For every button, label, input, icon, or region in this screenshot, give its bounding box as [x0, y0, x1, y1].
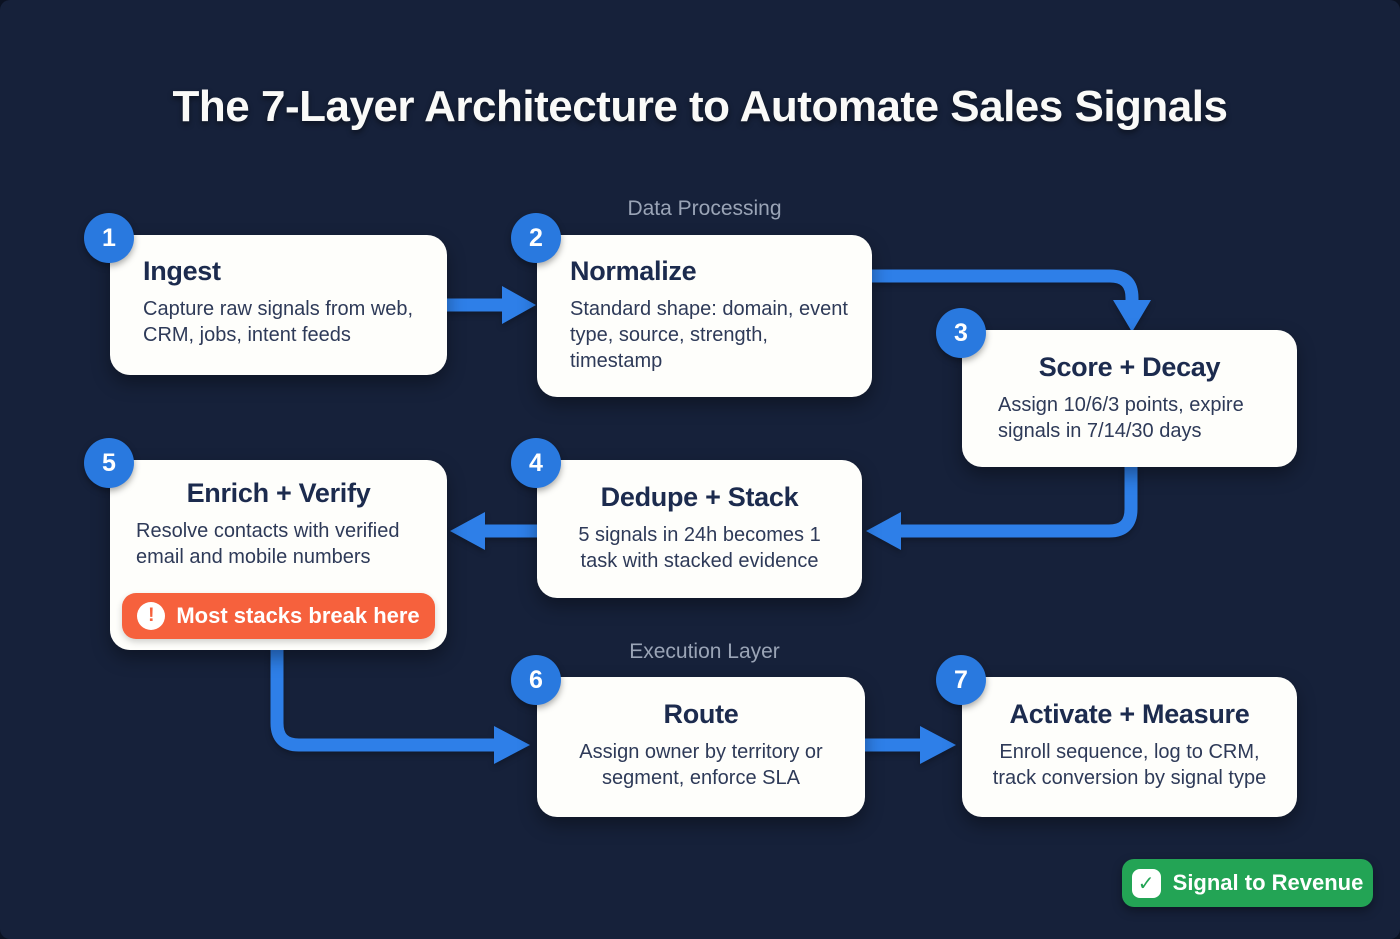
arrowhead-right-1: [502, 286, 536, 324]
arrowhead-right-6: [920, 726, 956, 764]
step-number-text: 5: [102, 448, 116, 477]
section-label-execution-layer: Execution Layer: [629, 640, 780, 663]
arrowhead-down-2: [1113, 300, 1151, 332]
section-label-data-processing: Data Processing: [627, 197, 782, 220]
exclamation-glyph: !: [148, 605, 155, 626]
warning-badge: ! Most stacks break here: [122, 593, 435, 639]
step-card-enrich-verify: Enrich + Verify Resolve contacts with ve…: [110, 460, 447, 650]
step-number-text: 4: [529, 448, 543, 477]
step-number-badge-7: 7: [936, 655, 986, 705]
arrow-normalize-to-score: [872, 269, 1139, 305]
step-number-text: 7: [954, 665, 968, 694]
arrowhead-left-4: [450, 512, 485, 550]
step-number-text: 2: [529, 223, 543, 252]
step-body: Capture raw signals from web, CRM, jobs,…: [143, 298, 414, 346]
page-title: The 7-Layer Architecture to Automate Sal…: [172, 82, 1228, 131]
step-number-badge-2: 2: [511, 213, 561, 263]
step-title: Ingest: [143, 256, 221, 286]
step-body: Assign owner by territory or segment, en…: [579, 741, 823, 789]
arrowhead-left-3: [866, 512, 901, 550]
step-number-text: 1: [102, 223, 116, 252]
step-title: Activate + Measure: [1009, 699, 1250, 729]
step-card-dedupe-stack: Dedupe + Stack 5 signals in 24h becomes …: [537, 460, 862, 598]
step-title: Dedupe + Stack: [600, 482, 799, 512]
step-number-badge-5: 5: [84, 438, 134, 488]
step-card-route: Route Assign owner by territory or segme…: [537, 677, 865, 817]
step-card-activate-measure: Activate + Measure Enroll sequence, log …: [962, 677, 1297, 817]
step-body: Assign 10/6/3 points, expire signals in …: [998, 394, 1244, 442]
step-body: Standard shape: domain, event type, sour…: [570, 298, 848, 372]
checkmark-glyph: ✓: [1137, 872, 1155, 895]
step-number-text: 6: [529, 665, 543, 694]
step-card-ingest: Ingest Capture raw signals from web, CRM…: [110, 235, 447, 375]
step-body: 5 signals in 24h becomes 1 task with sta…: [578, 524, 821, 572]
step-number-badge-4: 4: [511, 438, 561, 488]
brand-label: Signal to Revenue: [1172, 870, 1364, 895]
step-card-normalize: Normalize Standard shape: domain, event …: [537, 235, 872, 397]
step-number-badge-6: 6: [511, 655, 561, 705]
checkmark-icon: ✓: [1131, 868, 1161, 898]
step-title: Route: [663, 699, 739, 729]
warning-label: Most stacks break here: [176, 603, 420, 628]
step-title: Enrich + Verify: [186, 478, 371, 508]
exclamation-icon: !: [137, 602, 166, 630]
arrow-enrich-to-route: [270, 649, 496, 752]
step-number-badge-3: 3: [936, 308, 986, 358]
step-card-score-decay: Score + Decay Assign 10/6/3 points, expi…: [962, 330, 1297, 467]
step-title: Normalize: [570, 256, 697, 286]
step-number-badge-1: 1: [84, 213, 134, 263]
step-title: Score + Decay: [1038, 352, 1221, 382]
step-number-text: 3: [954, 318, 968, 347]
arrow-score-to-dedupe: [899, 466, 1138, 538]
arrowhead-right-5: [494, 726, 530, 764]
brand-badge: ✓ Signal to Revenue: [1122, 859, 1373, 907]
step-body: Resolve contacts with verified email and…: [136, 520, 400, 568]
step-body: Enroll sequence, log to CRM, track conve…: [992, 741, 1267, 789]
